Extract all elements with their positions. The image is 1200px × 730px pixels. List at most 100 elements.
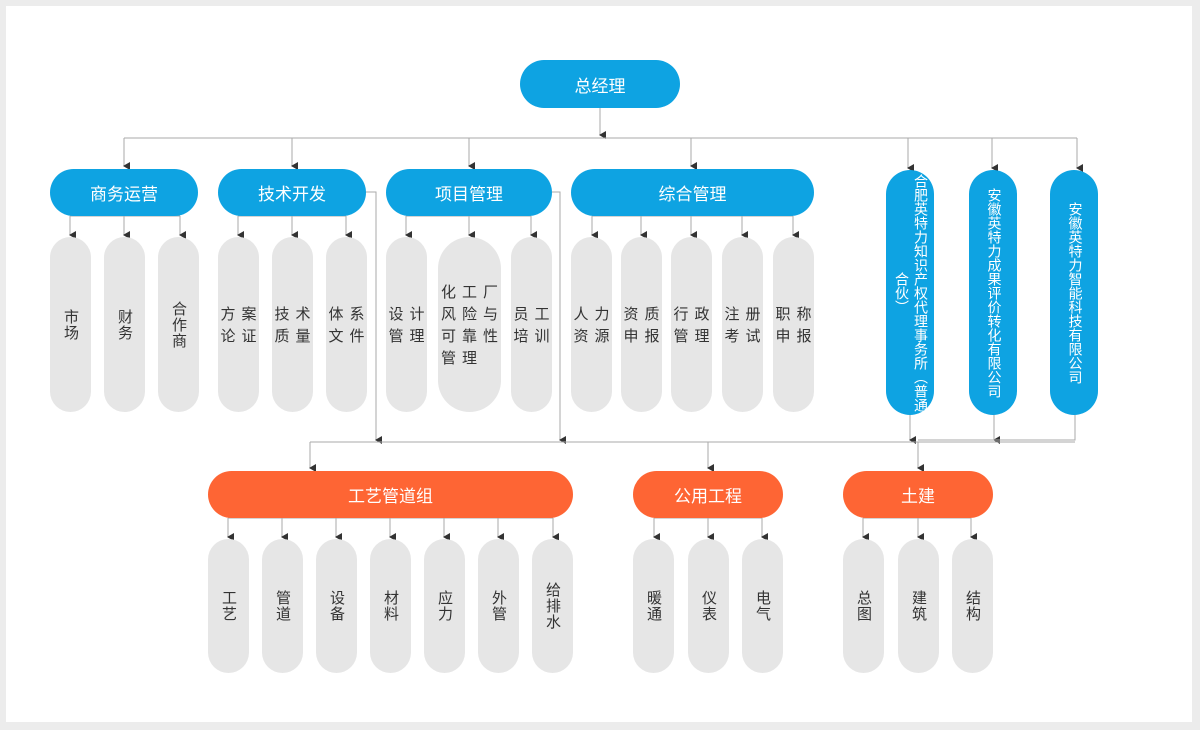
sub-instrument: 仪表 [688,539,729,673]
sub-tech-quality: 技术质量 [272,237,313,412]
sub-design-mgmt-text: 设计管理 [386,303,428,347]
char: 术 [295,304,311,323]
sub-process: 工艺 [208,539,249,673]
sub-equipment: 设备 [316,539,357,673]
sub-water-drainage: 给排水 [532,539,573,673]
char: 资 [573,326,589,345]
char: 理 [694,326,710,345]
char: 训 [534,326,550,345]
sub-hvac: 暖通 [633,539,674,673]
sub-tech-quality-text: 技术质量 [272,303,314,347]
dept-project: 项目管理 [386,169,552,216]
sub-admin: 行政管理 [671,237,712,412]
sub-admin-text: 行政管理 [671,303,713,347]
sub-external-pipe: 外管 [478,539,519,673]
sub-electrical: 电气 [742,539,783,673]
affiliate-evaluation: 安徽英特力成果评价转化有限公司 [969,170,1017,415]
sub-qualification-text: 资质申报 [621,303,663,347]
sub-market: 市场 [50,237,91,412]
sub-system-docs: 体系文件 [326,237,367,412]
group-process-piping: 工艺管道组 [208,471,573,518]
char: 风 [440,304,456,323]
char: 注 [724,304,740,323]
sub-qualification: 资质申报 [621,237,662,412]
sub-staff-training-text: 员工培训 [511,303,553,347]
ceo-node: 总经理 [520,60,680,108]
char: 案 [241,304,257,323]
char: 论 [220,326,236,345]
char: 化 [440,282,456,301]
char: 靠 [461,326,477,345]
sub-stress: 应力 [424,539,465,673]
sub-solution-demo-text: 方案论证 [218,303,260,347]
char: 称 [796,304,812,323]
sub-general-plan: 总图 [843,539,884,673]
char: 员 [513,304,529,323]
char: 理 [409,326,425,345]
sub-structure: 结构 [952,539,993,673]
sub-hr: 人力资源 [571,237,612,412]
sub-design-mgmt: 设计管理 [386,237,427,412]
char: 试 [745,326,761,345]
char: 与 [482,304,498,323]
char: 人 [573,304,589,323]
char: 考 [724,326,740,345]
char: 质 [644,304,660,323]
char: 源 [594,326,610,345]
sub-hr-text: 人力资源 [571,303,613,347]
char: 技 [274,304,290,323]
sub-title-application-text: 职称申报 [773,303,815,347]
char: 证 [241,326,257,345]
char: 体 [328,304,344,323]
char: 文 [328,326,344,345]
affiliate-smart-tech: 安徽英特力智能科技有限公司 [1050,170,1098,415]
sub-staff-training: 员工培训 [511,237,552,412]
dept-general: 综合管理 [571,169,814,216]
char: 报 [796,326,812,345]
char: 理 [461,348,477,367]
sub-system-docs-text: 体系文件 [326,303,368,347]
char: 量 [295,326,311,345]
group-civil: 土建 [843,471,993,518]
char: 申 [623,326,639,345]
char: 行 [673,304,689,323]
char: 方 [220,304,236,323]
dept-tech: 技术开发 [218,169,366,216]
char: 厂 [482,282,498,301]
char: 质 [274,326,290,345]
char: 工 [461,282,477,301]
affiliate-ip-agency: 合肥英特力知识产权代理事务所（普通合伙） [886,170,934,415]
dept-business: 商务运营 [50,169,198,216]
sub-finance: 财务 [104,237,145,412]
sub-chemical-risk-text: 化工厂风险与可靠性管理 [438,281,501,369]
sub-solution-demo: 方案论证 [218,237,259,412]
char: 性 [482,326,498,345]
char: 计 [409,304,425,323]
char: 政 [694,304,710,323]
char: 系 [349,304,365,323]
char: 管 [440,348,456,367]
sub-title-application: 职称申报 [773,237,814,412]
char: 件 [349,326,365,345]
group-utility: 公用工程 [633,471,783,518]
char: 培 [513,326,529,345]
sub-chemical-risk: 化工厂风险与可靠性管理 [438,237,501,412]
char: 管 [673,326,689,345]
char: 职 [775,304,791,323]
sub-registration-exam: 注册考试 [722,237,763,412]
sub-partner: 合作商 [158,237,199,412]
char: 险 [461,304,477,323]
char: 可 [440,326,456,345]
char: 申 [775,326,791,345]
char: 力 [594,304,610,323]
char: 设 [388,304,404,323]
sub-architecture: 建筑 [898,539,939,673]
char: 资 [623,304,639,323]
char: 管 [388,326,404,345]
char: 册 [745,304,761,323]
char: 工 [534,304,550,323]
char: 报 [644,326,660,345]
sub-materials: 材料 [370,539,411,673]
sub-registration-exam-text: 注册考试 [722,303,764,347]
